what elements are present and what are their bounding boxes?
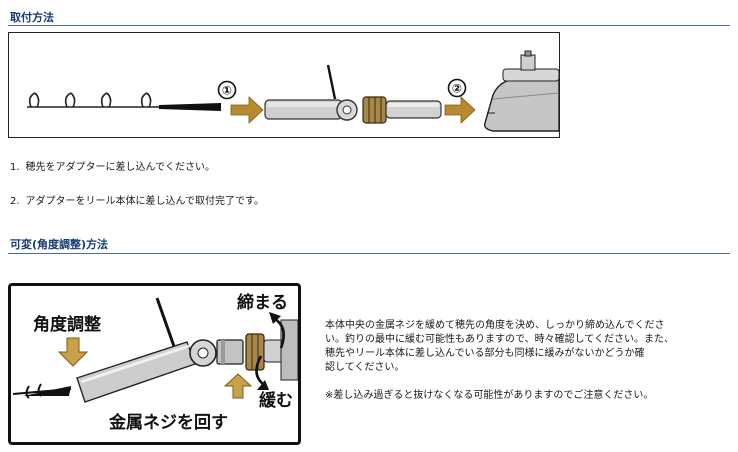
description-line: 認してください。 — [325, 362, 405, 373]
section-title-adjustment: 可変(角度調整)方法 — [10, 238, 109, 251]
step-text: 穂先をアダプターに差し込んでください。 — [25, 162, 216, 173]
step-1-badge: ① — [217, 80, 237, 100]
step-number: 2. — [10, 196, 20, 207]
step-2-badge: ② — [447, 78, 467, 98]
arrow-down-icon — [57, 337, 89, 367]
adjustment-illustration: 角度調整 締まる 緩む 金属ネジを回す — [8, 283, 301, 445]
description-line: 穂先やリール本体に差し込んでいる部分も同様に緩みがないかどうか確 — [325, 348, 645, 359]
section-divider — [8, 25, 730, 26]
adjustment-diagram: 角度調整 締まる 緩む 金属ネジを回す — [12, 292, 298, 433]
description-line: 本体中央の金属ネジを緩めて穂先の角度を決め、しっかり締め込んでくださ — [325, 320, 665, 331]
section-title-mounting: 取付方法 — [10, 11, 54, 24]
step-number: 1. — [10, 162, 20, 173]
angle-adjust-label: 角度調整 — [33, 314, 101, 335]
loosen-label: 緩む — [259, 390, 293, 411]
rod-tip — [12, 297, 178, 399]
adapter — [264, 64, 442, 124]
arrow-up-icon — [223, 373, 253, 399]
adapter — [76, 319, 298, 403]
step-1: 1. 穂先をアダプターに差し込んでください。 — [10, 158, 215, 173]
adjustment-description: 本体中央の金属ネジを緩めて穂先の角度を決め、しっかり締め込んでくださ い。釣りの… — [325, 319, 735, 403]
mounting-illustration: ① ② — [8, 32, 560, 138]
arrow-right-icon — [444, 96, 476, 124]
turn-screw-label: 金属ネジを回す — [108, 412, 228, 433]
description-line: い。釣りの最中に緩む可能性もありますので、時々確認してください。また、 — [325, 334, 674, 345]
step-2: 2. アダプターをリール本体に差し込んで取付完了です。 — [10, 192, 264, 207]
reel-body — [483, 50, 559, 132]
caution-note: ※差し込み過ぎると抜けなくなる可能性がありますのでご注意ください。 — [325, 390, 654, 401]
mounting-diagram: ① ② — [27, 50, 559, 132]
section-divider — [8, 253, 730, 254]
svg-text:①: ① — [222, 84, 232, 98]
svg-text:②: ② — [452, 82, 462, 96]
step-text: アダプターをリール本体に差し込んで取付完了です。 — [25, 196, 265, 207]
tighten-label: 締まる — [237, 292, 288, 313]
arrow-right-icon — [230, 96, 264, 124]
rod-tip — [27, 92, 221, 111]
